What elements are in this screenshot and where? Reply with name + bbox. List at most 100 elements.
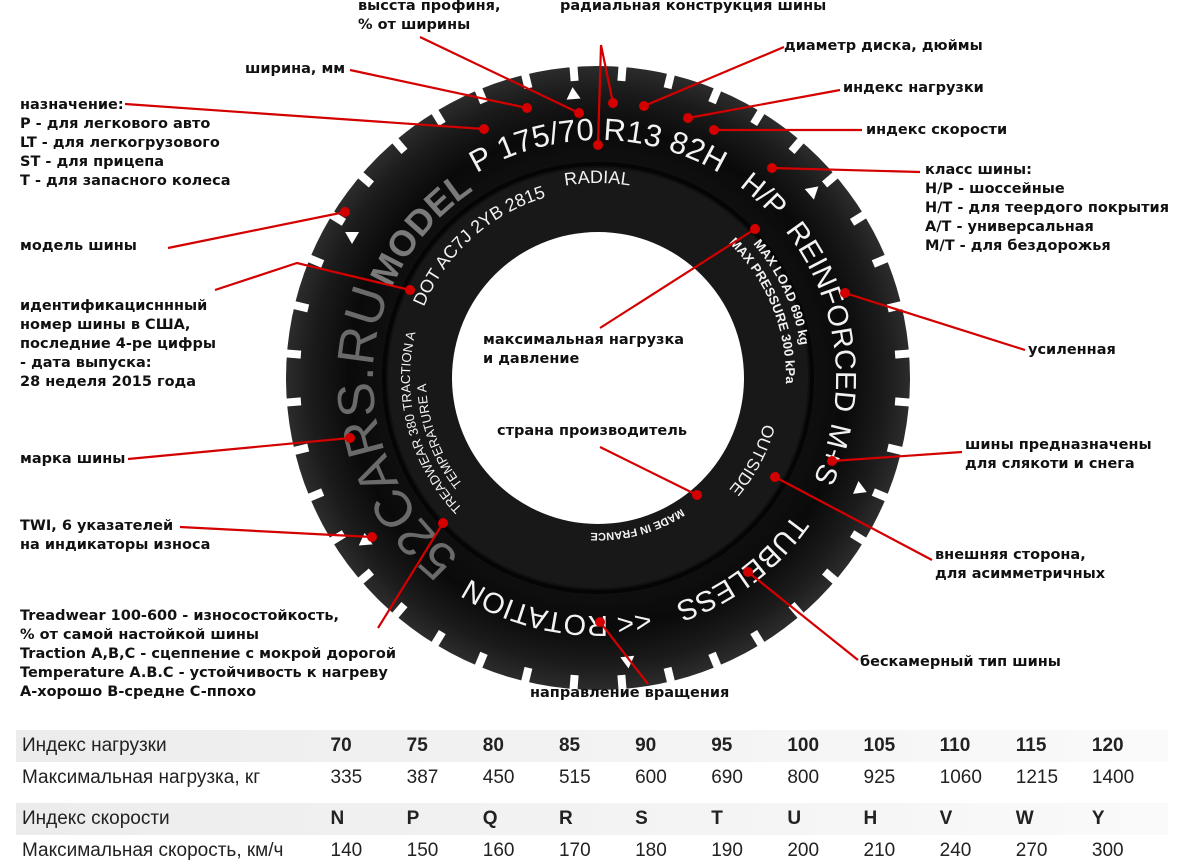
twi-triangles	[345, 87, 867, 669]
tread-notch	[708, 651, 722, 669]
callout-line-text: 28 неделя 2015 года	[20, 374, 197, 390]
callout-width: ширина, мм	[245, 60, 345, 79]
callout-line-text: страна производитель	[497, 423, 687, 439]
callout-line-text: Treadwear 100-600 - износостойкость,	[20, 608, 340, 624]
table-cell: 387	[406, 767, 439, 788]
tread-notch	[849, 530, 867, 545]
table-cell: R	[558, 808, 573, 829]
callout-country: страна производитель	[497, 422, 687, 441]
tread-notch	[663, 72, 675, 90]
callout-line-text: ширина, мм	[245, 61, 346, 77]
table-cell: 80	[482, 735, 504, 756]
table-cell: 925	[863, 767, 896, 788]
tread-notch	[431, 109, 446, 127]
table-cell: 160	[482, 840, 515, 861]
callout-reinforced: усиленная	[1028, 341, 1116, 360]
twi-triangle-icon	[620, 655, 635, 669]
callout-line-text: для слякоти и снега	[965, 456, 1135, 472]
callout-line-text: индекс скорости	[866, 122, 1008, 138]
callout-load-index: индекс нагрузки	[843, 79, 984, 98]
callout-line-text: назначение:	[20, 97, 124, 113]
tread-notch	[431, 629, 446, 647]
svg-text:RADIAL: RADIAL	[563, 167, 632, 190]
callout-line-text: модель шины	[20, 238, 137, 254]
table-cell: 270	[1015, 840, 1048, 861]
tread-notch	[617, 65, 627, 82]
table-cell: W	[1015, 808, 1034, 829]
callout-profile: высста профиня,% от ширины	[358, 0, 500, 35]
callout-line-text: M/T - для бездорожья	[925, 238, 1111, 254]
callout-line-text: диаметр диска, дюймы	[784, 38, 983, 54]
callout-line-text: A/T - универсальная	[925, 219, 1094, 235]
callout-tubeless: бескамерный тип шины	[860, 653, 1061, 672]
table-cell: 190	[711, 840, 743, 861]
tread-notch	[750, 629, 765, 647]
table-cell: 335	[330, 767, 363, 788]
table-cell: H	[863, 808, 878, 829]
callout-line-text: % от ширины	[358, 17, 471, 33]
table-cell: 1215	[1015, 767, 1059, 788]
tread-notch	[474, 651, 488, 669]
callout-line-text: класс шины:	[925, 162, 1032, 178]
table-cell: Y	[1091, 808, 1105, 829]
table-cell: 300	[1091, 840, 1124, 861]
table-cell: 75	[406, 735, 428, 756]
callout-line-text: направление вращения	[530, 685, 730, 701]
callout-line-text: % от самой настойкой шины	[20, 627, 260, 643]
tread-notch	[391, 602, 408, 619]
callout-line-text: максимальная нагрузка	[483, 332, 685, 348]
twi-triangle-icon	[566, 87, 581, 100]
callout-line-text: TWI, 6 указателей	[20, 518, 174, 534]
tread-notch	[617, 674, 627, 691]
twi-triangle-icon	[358, 532, 373, 546]
tread-notch	[663, 666, 675, 684]
callout-rotation: направление вращения	[530, 684, 729, 703]
rim-hole	[452, 232, 744, 524]
callout-model: модель шины	[20, 237, 137, 256]
callout-line-text: - дата выпуска:	[20, 355, 152, 371]
tread-notch	[521, 72, 533, 90]
tread-notch	[871, 488, 889, 502]
tread-notch	[822, 568, 839, 585]
table-cell: 690	[711, 767, 743, 788]
callout-line-text: внешняя сторона,	[935, 547, 1086, 563]
tread-notch	[569, 674, 579, 691]
callout-line-text: Temperature A.B.C - устойчивость к нагре…	[20, 665, 388, 681]
tread-notch	[357, 568, 374, 585]
table-cell: 1400	[1091, 767, 1135, 788]
table-cell: 240	[939, 840, 972, 861]
callout-line-text: индекс нагрузки	[843, 80, 984, 96]
tread-notch	[357, 171, 374, 188]
tread-notch	[569, 65, 579, 82]
tread-notch	[871, 254, 889, 268]
tread-notch	[788, 137, 805, 154]
tread-notch	[822, 171, 839, 188]
row-header: Индекс нагрузки	[22, 735, 167, 756]
callout-line-text: бескамерный тип шины	[860, 654, 1061, 670]
callout-line-text: A-хорошо B-средне C-ппохо	[20, 684, 257, 700]
tread-notches	[285, 65, 911, 691]
tread-notch	[391, 137, 408, 154]
table-cell: V	[939, 808, 953, 829]
callout-speed-index: индекс скорости	[866, 121, 1007, 140]
twi-triangle-icon	[853, 480, 867, 494]
tread-notch	[292, 443, 310, 455]
table-cell: 1060	[939, 767, 982, 788]
callout-line-text: идентификацисннный	[20, 298, 208, 314]
callout-line-text: H/T - для теердого покрытия	[925, 200, 1170, 216]
callout-line-text: для асимметричных	[935, 566, 1106, 582]
callout-line-text: усиленная	[1028, 342, 1116, 358]
table-cell: S	[635, 808, 648, 829]
twi-triangle-icon	[804, 186, 819, 200]
tread-notch	[307, 254, 325, 268]
callout-lines	[124, 36, 1026, 685]
